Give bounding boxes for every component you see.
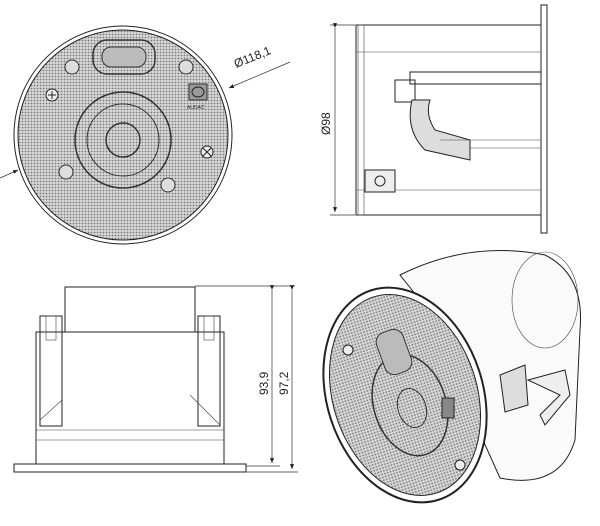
front-handle-inner: [101, 46, 147, 68]
logo-text: AUDAC: [187, 105, 205, 111]
screw-icon: [200, 145, 214, 159]
clamp-bar: [409, 71, 542, 85]
logo-mark: AUDAC: [187, 83, 208, 111]
screw-icon: [45, 88, 59, 102]
tweeter-dome: [105, 122, 141, 158]
iso-clamp: [526, 369, 571, 426]
diameter-arrow-left: [0, 169, 19, 179]
elevation-top-cap: [64, 286, 196, 333]
front-view: AUDAC Ø118,1: [0, 25, 291, 245]
iso-handle-slot: [375, 328, 413, 376]
clamp-tab: [394, 79, 416, 103]
iso-logo-mark: [441, 397, 455, 419]
iso-body: [399, 250, 582, 481]
clamp-arm: [409, 99, 471, 161]
screw-icon: [342, 344, 354, 356]
iso-tweeter: [396, 387, 428, 429]
diameter-arrow-right: [228, 61, 291, 89]
height-total-label: 97,2: [277, 371, 291, 395]
elevation-flange: [13, 463, 247, 473]
side-body: [355, 24, 542, 216]
front-diameter-label: Ø118,1: [232, 43, 273, 71]
elevation-view: 93,9 97,2: [13, 285, 298, 473]
mount-hole: [64, 59, 80, 75]
iso-terminal: [499, 364, 529, 413]
front-outer-rim: [13, 25, 233, 245]
elevation-body: [35, 331, 225, 465]
mount-hole: [160, 177, 176, 193]
screw-icon: [454, 459, 466, 471]
side-view: Ø98: [319, 4, 548, 234]
mount-hole: [58, 164, 74, 180]
height-inner-label: 93,9: [257, 371, 271, 395]
flange: [540, 4, 548, 234]
mount-hole: [178, 59, 194, 75]
terminal-connector: [364, 169, 396, 193]
side-diameter-label: Ø98: [319, 112, 333, 135]
isometric-view: [322, 250, 582, 504]
